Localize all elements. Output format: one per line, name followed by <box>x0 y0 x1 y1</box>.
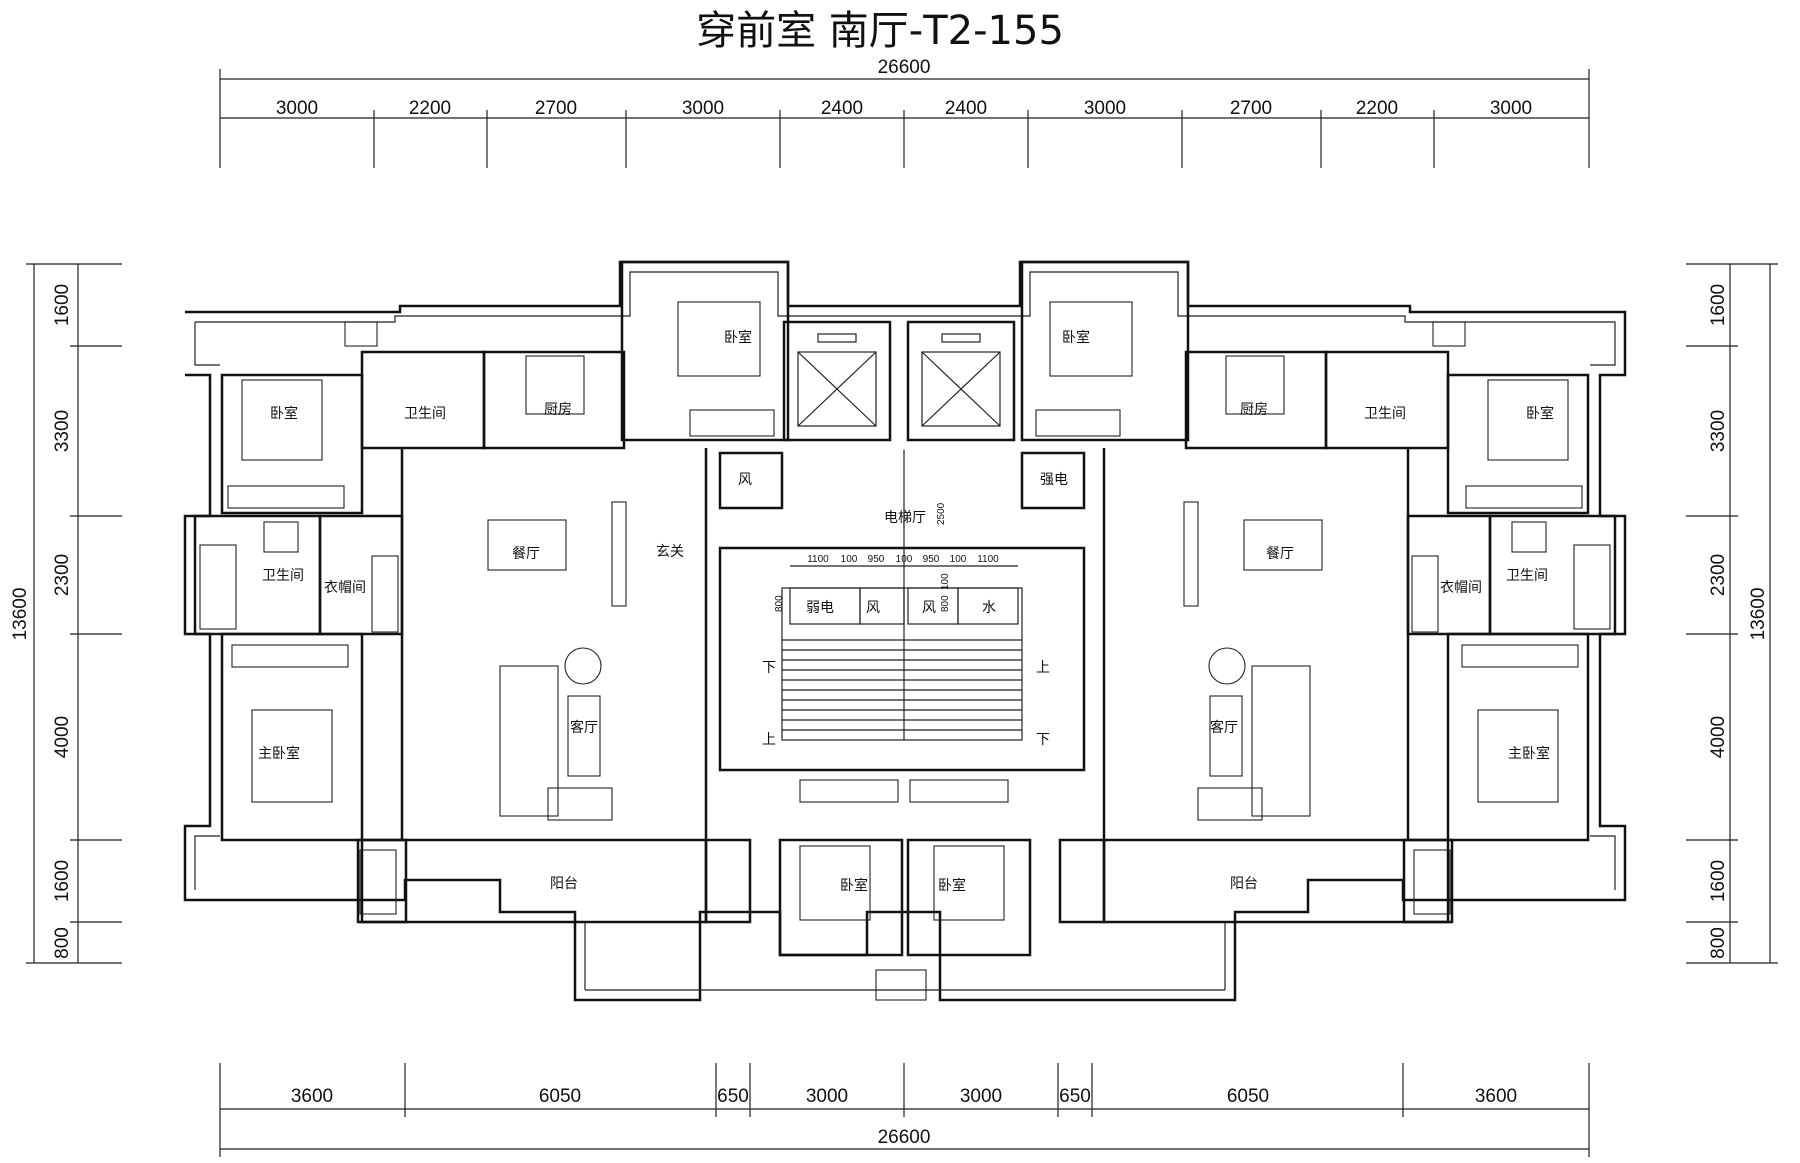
core-labels: 电梯厅 2500 弱电 风 风 水 下 上 上 下 1100 100 950 1… <box>762 502 1050 748</box>
top-dim-2: 2200 <box>409 98 451 119</box>
right-dim-3: 2300 <box>1708 554 1729 596</box>
right-dim-5: 1600 <box>1708 860 1729 902</box>
bottom-dim-7: 6050 <box>1227 1086 1269 1107</box>
left-bathroom-label: 卫生间 <box>404 406 446 422</box>
top-dim-1: 3000 <box>276 98 318 119</box>
right-master-bedroom-label: 主卧室 <box>1508 745 1550 762</box>
elevator-hall-label: 电梯厅 <box>884 510 926 526</box>
left-bath2-label: 卫生间 <box>262 568 304 584</box>
bottom-dimensions: 3600 6050 650 3000 3000 650 6050 3600 26… <box>219 1063 1590 1157</box>
stair-down-right-label: 下 <box>1036 732 1050 748</box>
bottom-dim-5: 3000 <box>960 1086 1002 1107</box>
bottom-dim-4: 3000 <box>806 1086 848 1107</box>
right-unit-partitions <box>906 260 1617 957</box>
core-dim-6: 100 <box>950 554 967 565</box>
hall-depth-dim: 2500 <box>936 502 947 525</box>
left-dim-3: 2300 <box>52 554 73 596</box>
core-small-100: 100 <box>940 573 951 590</box>
stair-up-left-label: 上 <box>762 732 776 748</box>
left-total-dim: 13600 <box>10 588 31 641</box>
left-dimensions: 1600 3300 2300 4000 1600 800 13600 <box>10 263 122 964</box>
right-balcony-label: 阳台 <box>1230 876 1258 892</box>
left-balcony-label: 阳台 <box>550 876 578 892</box>
bottom-dim-2: 6050 <box>539 1086 581 1107</box>
left-dim-2: 3300 <box>52 410 73 452</box>
south-bedroom-right-label: 卧室 <box>938 877 966 894</box>
right-bathroom-label: 卫生间 <box>1364 406 1406 422</box>
right-total-dim: 13600 <box>1748 588 1769 641</box>
building-core <box>718 320 1086 772</box>
core-dim-1: 1100 <box>807 554 829 565</box>
bottom-dim-6: 650 <box>1059 1086 1091 1107</box>
left-dim-6: 800 <box>52 927 73 959</box>
right-bedroom-label: 卧室 <box>1526 405 1554 422</box>
right-room-labels: 卧室 卧室 卫生间 厨房 餐厅 卫生间 衣帽间 客厅 主卧室 阳台 卧室 强电 <box>938 329 1554 894</box>
left-dim-5: 1600 <box>52 860 73 902</box>
core-dim-5: 950 <box>923 554 940 565</box>
bottom-dim-1: 3600 <box>291 1086 333 1107</box>
left-shaft-label: 风 <box>738 472 752 488</box>
core-depth-dim: 800 <box>774 595 785 612</box>
left-bedroom-label: 卧室 <box>270 405 298 422</box>
left-unit-partitions <box>193 260 904 957</box>
left-room-labels: 卧室 卧室 卫生间 厨房 餐厅 玄关 卫生间 衣帽间 客厅 主卧室 阳台 卧室 … <box>258 329 868 894</box>
left-dim-1: 1600 <box>52 284 73 326</box>
bottom-dim-8: 3600 <box>1475 1086 1517 1107</box>
right-dimensions: 1600 3300 2300 4000 1600 800 13600 <box>1686 263 1778 964</box>
left-living-label: 客厅 <box>570 719 598 736</box>
right-dining-label: 餐厅 <box>1266 546 1294 562</box>
south-bedroom-left-label: 卧室 <box>840 877 868 894</box>
plan-title: 穿前室 南厅-T2-155 <box>696 8 1064 54</box>
bottom-dim-3: 650 <box>717 1086 749 1107</box>
stair-up-right-label: 上 <box>1036 660 1050 676</box>
left-master-bedroom-label: 主卧室 <box>258 745 300 762</box>
left-kitchen-label: 厨房 <box>544 402 572 418</box>
core-small-800: 800 <box>940 595 951 612</box>
top-dim-7: 3000 <box>1084 98 1126 119</box>
water-shaft-label: 水 <box>982 600 996 616</box>
right-living-label: 客厅 <box>1210 719 1238 736</box>
weak-electric-label: 弱电 <box>806 600 834 616</box>
left-dim-4: 4000 <box>52 716 73 758</box>
top-dimensions: 26600 3000 2200 2700 3000 2400 2400 3000… <box>219 57 1590 168</box>
furniture <box>199 301 1611 1001</box>
right-dim-1: 1600 <box>1708 284 1729 326</box>
bottom-total-dim: 26600 <box>878 1127 931 1148</box>
core-dim-7: 1100 <box>977 554 999 565</box>
core-shaft-1-label: 风 <box>866 600 880 616</box>
right-kitchen-label: 厨房 <box>1240 402 1268 418</box>
right-bath2-label: 卫生间 <box>1506 568 1548 584</box>
top-dim-3: 2700 <box>535 98 577 119</box>
top-dim-4: 3000 <box>682 98 724 119</box>
strong-electric-label: 强电 <box>1040 472 1068 488</box>
top-total-dim: 26600 <box>878 57 931 78</box>
right-dim-4: 4000 <box>1708 716 1729 758</box>
core-shaft-2-label: 风 <box>922 600 936 616</box>
top-dim-8: 2700 <box>1230 98 1272 119</box>
right-dim-2: 3300 <box>1708 410 1729 452</box>
top-dim-9: 2200 <box>1356 98 1398 119</box>
right-cloakroom-label: 衣帽间 <box>1440 580 1482 596</box>
left-dining-label: 餐厅 <box>512 546 540 562</box>
left-foyer-label: 玄关 <box>656 543 684 560</box>
stair-down-left-label: 下 <box>762 660 776 676</box>
top-dim-6: 2400 <box>945 98 987 119</box>
top-dim-5: 2400 <box>821 98 863 119</box>
core-dim-2: 100 <box>841 554 858 565</box>
core-dim-4: 100 <box>896 554 913 565</box>
core-dim-3: 950 <box>868 554 885 565</box>
right-north-bedroom-label: 卧室 <box>1062 329 1090 346</box>
right-dim-6: 800 <box>1708 927 1729 959</box>
left-cloakroom-label: 衣帽间 <box>324 580 366 596</box>
left-north-bedroom-label: 卧室 <box>724 329 752 346</box>
top-dim-10: 3000 <box>1490 98 1532 119</box>
